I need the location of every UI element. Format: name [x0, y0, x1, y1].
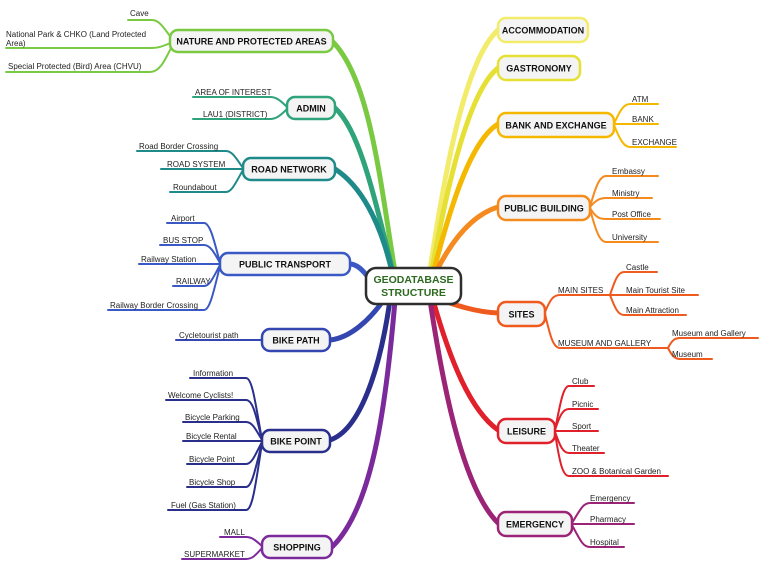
leaf-club: Club [572, 377, 589, 386]
leaf-main-tourist-site: Main Tourist Site [626, 286, 686, 295]
sub-museum-and-gallery: MUSEUM AND GALLERY [558, 339, 652, 348]
branch-nature [330, 39, 398, 275]
topic-nature-box[interactable] [168, 28, 335, 54]
topic-emergency-box[interactable] [496, 510, 574, 538]
topic-bikepoint-label: BIKE POINT [270, 437, 322, 447]
topic-road-box[interactable] [241, 156, 337, 182]
leaf-bicycle-point: Bicycle Point [189, 455, 236, 464]
topic-road-label: ROAD NETWORK [251, 165, 327, 175]
topic-bank-label: BANK AND EXCHANGE [505, 121, 606, 131]
leaf-post-office: Post Office [612, 210, 652, 219]
branch-gastronomy [429, 65, 501, 273]
leaf-atm: ATM [632, 95, 649, 104]
leaf-bicycle-shop: Bicycle Shop [189, 478, 236, 487]
leaf-area-of-interest: AREA OF INTEREST [195, 88, 272, 97]
leaf-bicycle-rental: Bicycle Rental [186, 432, 237, 441]
center-title-line2: STRUCTURE [381, 287, 446, 299]
branch-bank [431, 121, 501, 273]
leaf-supermarket: SUPERMARKET [184, 550, 245, 559]
leaf-welcome-cyclists: Welcome Cyclists! [168, 391, 233, 400]
branch-road [332, 166, 395, 275]
topic-nature-label: NATURE AND PROTECTED AREAS [176, 37, 326, 47]
leaf-cycletourist-path: Cycletourist path [179, 331, 239, 340]
topic-transport-box[interactable] [218, 251, 352, 277]
leaf-railway-border-crossing: Railway Border Crossing [110, 301, 198, 310]
leaf-road-border-crossing: Road Border Crossing [139, 142, 218, 151]
center-title-line1: GEODATABASE [373, 274, 453, 286]
topic-accommodation-label: ACCOMMODATION [502, 26, 584, 36]
topic-bikepath-label: BIKE PATH [272, 336, 319, 346]
leaf-hospital: Hospital [590, 538, 619, 547]
leaf-zoo-botanical-garden: ZOO & Botanical Garden [572, 467, 661, 476]
topic-bikepath-box[interactable] [260, 327, 332, 353]
leaf-national-park-line1: National Park & CHKO (Land Protected [6, 30, 146, 39]
topic-bikepoint-box[interactable] [260, 428, 332, 454]
branch-emergency [427, 297, 501, 526]
topic-sites-box[interactable] [496, 300, 547, 328]
topic-gastronomy-label: GASTRONOMY [506, 64, 572, 74]
topic-publicbuilding-label: PUBLIC BUILDING [504, 204, 584, 214]
leaf-bicycle-parking: Bicycle Parking [185, 413, 240, 422]
leaf-road-system: ROAD SYSTEM [167, 160, 226, 169]
leaf-information: Information [193, 369, 233, 378]
leaf-museum-and-gallery: Museum and Gallery [672, 329, 746, 338]
leaf-university: University [612, 233, 647, 242]
leaf-bank: BANK [632, 115, 654, 124]
leaf-fuel-gas-station: Fuel (Gas Station) [171, 501, 236, 510]
leaf-roundabout: Roundabout [173, 183, 217, 192]
topic-leisure-label: LEISURE [507, 427, 546, 437]
topic-shopping-box[interactable] [260, 534, 334, 560]
leaf-main-attraction: Main Attraction [626, 306, 679, 315]
topic-transport-label: PUBLIC TRANSPORT [239, 260, 332, 270]
topic-accommodation-box[interactable] [496, 16, 590, 44]
branch-bikepoint [327, 297, 393, 443]
leaf-embassy: Embassy [612, 167, 645, 176]
branch-publicbuilding [433, 204, 501, 275]
leaf-national-park-line2: Area) [6, 39, 26, 48]
leaf-museum: Museum [672, 350, 703, 359]
topic-shopping-label: SHOPPING [273, 543, 321, 553]
branch-accommodation [427, 27, 501, 273]
leaf-emergency: Emergency [590, 494, 630, 503]
topic-admin-label: ADMIN [296, 104, 326, 114]
leaf-lau1: LAU1 (DISTRICT) [203, 110, 268, 119]
leaf-airport: Airport [171, 214, 195, 223]
leaf-railway: RAILWAY [176, 277, 211, 286]
leaf-cave: Cave [130, 9, 149, 18]
center-node[interactable] [364, 266, 463, 306]
branch-leisure [430, 297, 501, 433]
branch-shopping [329, 297, 398, 550]
leaf-sport: Sport [572, 422, 592, 431]
sub-main-sites: MAIN SITES [558, 286, 603, 295]
leaf-bus-stop: BUS STOP [163, 236, 203, 245]
topic-sites-label: SITES [508, 310, 534, 320]
leaf-theater: Theater [572, 444, 600, 453]
leaf-ministry: Ministry [612, 189, 640, 198]
leaf-railway-station: Railway Station [141, 255, 196, 264]
leaf-picnic: Picnic [572, 400, 593, 409]
topic-gastronomy-box[interactable] [496, 54, 582, 82]
leaf-bird-area: Special Protected (Bird) Area (CHVU) [8, 62, 142, 71]
leaf-castle: Castle [626, 263, 649, 272]
topic-admin-box[interactable] [285, 95, 337, 121]
topic-bank-box[interactable] [496, 111, 616, 139]
leaf-mall: MALL [224, 528, 245, 537]
leaf-exchange: EXCHANGE [632, 138, 677, 147]
topic-leisure-box[interactable] [496, 417, 557, 445]
leaf-pharmacy: Pharmacy [590, 515, 626, 524]
topic-emergency-label: EMERGENCY [506, 520, 564, 530]
topic-publicbuilding-box[interactable] [496, 194, 592, 222]
